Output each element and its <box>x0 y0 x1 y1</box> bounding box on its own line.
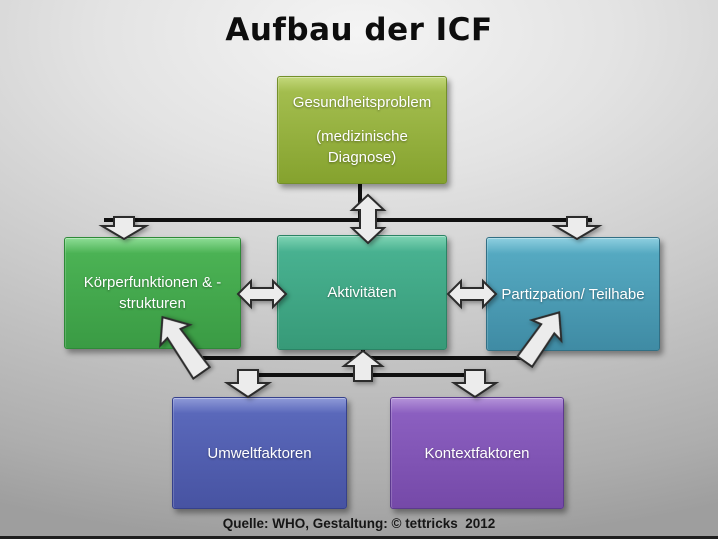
down-arrow-into-partizipation-icon <box>551 216 603 241</box>
umweltfaktoren-label: Umweltfaktoren <box>207 444 312 462</box>
connector-upper-horizontal <box>104 218 592 222</box>
aktivitaeten-label: Aktivitäten <box>327 284 397 301</box>
double-horizontal-arrow-left-icon <box>236 278 288 310</box>
down-arrow-into-koerperfunktionen-icon <box>98 216 150 241</box>
gesundheitsproblem-label: Gesundheitsproblem <box>292 94 432 111</box>
double-vertical-arrow-icon <box>349 193 387 245</box>
box-aktivitaeten: Aktivitäten <box>277 235 447 350</box>
box-gesundheitsproblem: Gesundheitsproblem (medizinische Diagnos… <box>277 76 447 184</box>
box-umweltfaktoren: Umweltfaktoren <box>172 397 347 509</box>
partizipation-label: Partizpation/ Teilhabe <box>501 285 645 303</box>
up-arrow-into-aktivitaeten-icon <box>341 349 385 382</box>
gesundheitsproblem-sublabel: (medizinische Diagnose) <box>316 128 408 166</box>
slide-title: Aufbau der ICF <box>225 12 493 48</box>
kontextfaktoren-label: Kontextfaktoren <box>424 444 530 462</box>
box-kontextfaktoren: Kontextfaktoren <box>390 397 564 509</box>
diagonal-arrow-into-partizipation-icon <box>516 311 563 369</box>
down-arrow-into-kontextfaktoren-icon <box>450 369 500 399</box>
source-caption: Quelle: WHO, Gestaltung: © tettricks 201… <box>222 516 496 531</box>
bottom-bar <box>0 536 718 539</box>
connector-top-vertical <box>358 180 362 221</box>
box-koerperfunktionen: Körperfunktionen & - strukturen <box>64 237 241 349</box>
down-arrow-into-umweltfaktoren-icon <box>223 369 273 399</box>
box-partizipation: Partizpation/ Teilhabe <box>486 237 660 351</box>
koerperfunktionen-label: Körperfunktionen & - strukturen <box>83 274 222 312</box>
diagonal-arrow-into-koerperfunktionen-icon <box>159 315 212 381</box>
double-horizontal-arrow-right-icon <box>446 278 498 310</box>
